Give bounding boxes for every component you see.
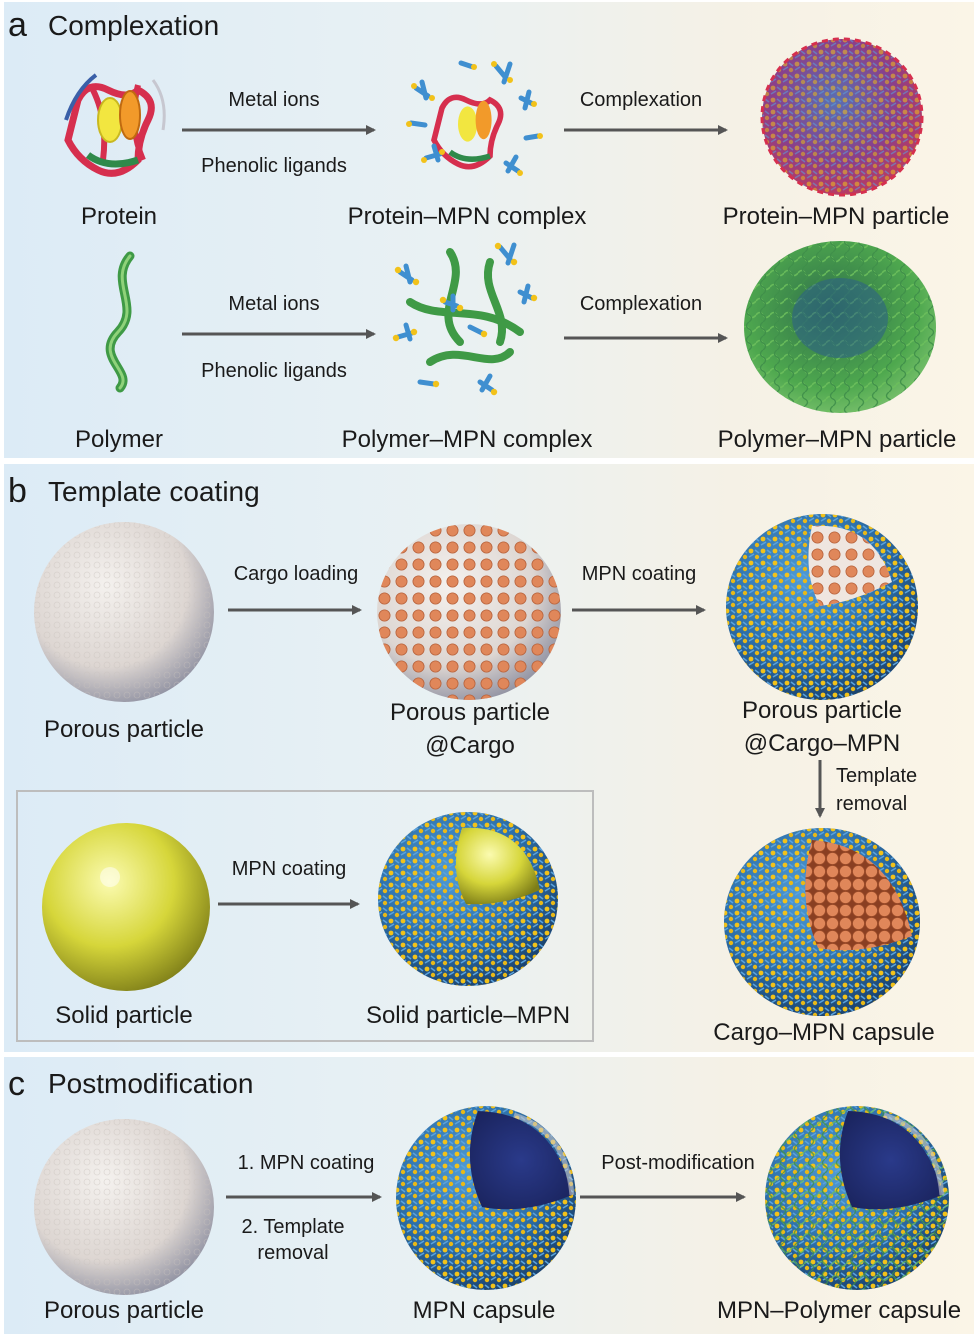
porous-particle-cargo-label-line1: Porous particle [389,699,551,726]
panel-a-complexation: a Complexation Protein Metal ions Phenol… [4,2,974,458]
porous-particle-icon [34,1119,214,1295]
arrow-cargo-loading [228,605,362,615]
panel-letter: a [8,6,27,44]
protein-mpn-particle-icon [760,37,924,197]
arrow-label-complexation: Complexation [579,89,703,111]
cargo-mpn-capsule-icon [724,828,920,1016]
panel-b-template-coating: b Template coating Porous particle Cargo… [4,464,974,1052]
arrow-label-mpn-coating: MPN coating [581,563,697,585]
protein-mpn-complex-label: Protein–MPN complex [347,203,587,230]
arrow-label-template-step: 2. Template [241,1216,345,1238]
arrow-label-template: Template [836,765,918,787]
porous-particle-cargo-icon [377,524,561,700]
porous-particle-label: Porous particle [43,716,205,743]
mpn-polymer-capsule-icon [765,1106,949,1290]
protein-mpn-complex-icon [406,60,543,176]
porous-particle-cargo-mpn-label-line1: Porous particle [741,697,903,724]
polymer-label: Polymer [74,426,164,453]
mpn-polymer-capsule-label: MPN–Polymer capsule [716,1297,962,1324]
polymer-mpn-complex-icon [392,242,538,396]
panel-title: Postmodification [48,1068,254,1099]
panel-title: Template coating [48,476,260,507]
arrow-label-metal-ions: Metal ions [228,293,320,315]
arrow-complexation-row1 [564,125,728,135]
polymer-icon [105,251,135,393]
arrow-label-cargo-loading: Cargo loading [233,563,359,585]
arrow-label-mpn-coating-step: 1. MPN coating [237,1152,375,1174]
porous-particle-cargo-mpn-label-line2: @Cargo–MPN [743,730,901,757]
protein-label: Protein [80,203,158,230]
porous-particle-label: Porous particle [43,1297,205,1324]
arrow-template-removal [815,760,825,818]
arrow-mpn-coating-template-removal [226,1192,382,1202]
solid-particle-inset [16,790,594,1042]
panel-letter: c [8,1065,25,1103]
polymer-mpn-particle-icon [744,241,936,413]
solid-particle-label: Solid particle [55,1002,193,1029]
polymer-mpn-particle-label: Polymer–MPN particle [717,426,957,453]
porous-particle-cargo-mpn-icon [726,514,918,700]
arrow-mpn-coating [572,605,706,615]
arrow-solid-mpn-coating [218,899,360,909]
arrow-post-modification [580,1192,746,1202]
porous-particle-cargo-label-line2: @Cargo [425,732,515,759]
panel-letter: b [8,472,27,510]
solid-particle-mpn-label: Solid particle–MPN [365,1002,571,1029]
protein-mpn-particle-label: Protein–MPN particle [722,203,950,230]
arrow-label-phenolic-ligands: Phenolic ligands [201,360,347,382]
arrow-metal-ions-row1 [182,125,376,135]
arrow-label-complexation: Complexation [579,293,703,315]
arrow-label-removal-step: removal [257,1242,329,1264]
solid-particle-mpn-icon [378,812,558,986]
arrow-label-removal: removal [836,793,908,815]
protein-icon [64,73,166,177]
arrow-complexation-row2 [564,333,728,343]
polymer-mpn-complex-label: Polymer–MPN complex [341,426,593,453]
panel-c-postmodification: c Postmodification Porous particle 1. MP… [4,1057,974,1334]
mpn-capsule-label: MPN capsule [412,1297,556,1324]
solid-particle-icon [42,823,210,991]
panel-title: Complexation [48,10,220,41]
arrow-label-mpn-coating: MPN coating [231,858,347,880]
mpn-capsule-icon [396,1106,576,1290]
arrow-label-phenolic-ligands: Phenolic ligands [201,155,347,177]
arrow-label-post-modification: Post-modification [601,1152,755,1174]
cargo-mpn-capsule-label: Cargo–MPN capsule [713,1019,935,1046]
porous-particle-icon [34,522,214,702]
arrow-label-metal-ions: Metal ions [228,89,320,111]
arrow-metal-ions-row2 [182,329,376,339]
